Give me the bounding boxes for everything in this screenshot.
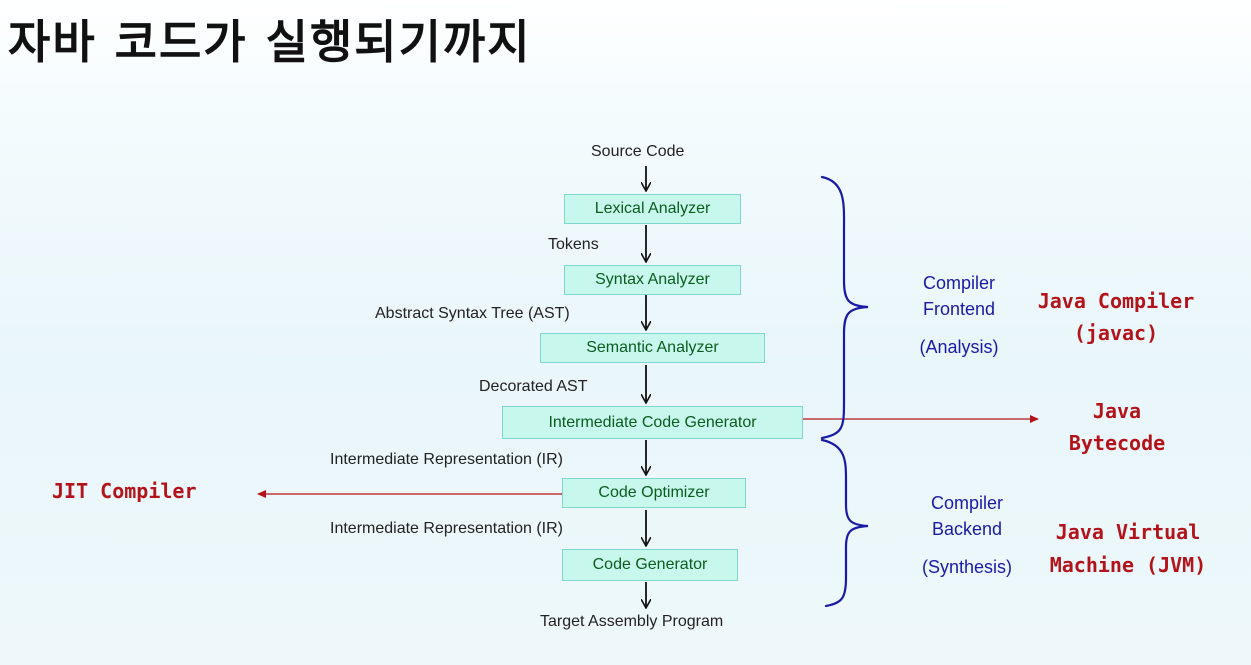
label-tokens: Tokens [548,236,599,253]
box-lexical-analyzer: Lexical Analyzer [564,194,741,224]
backend-brace [820,438,869,608]
label-ir-2: Intermediate Representation (IR) [330,520,563,537]
label-compiler-backend: Compiler Backend (Synthesis) [921,493,1013,577]
box-code-generator: Code Generator [562,549,738,581]
box-code-optimizer: Code Optimizer [562,478,746,508]
label-java-compiler: Java Compiler (javac) [1037,289,1195,345]
box-syntax-analyzer: Syntax Analyzer [564,265,741,295]
frontend-brace [820,175,869,440]
label-decorated-ast: Decorated AST [479,378,588,395]
box-intermediate-code-generator: Intermediate Code Generator [502,406,803,439]
label-source-code: Source Code [591,143,685,160]
box-semantic-analyzer: Semantic Analyzer [540,333,765,363]
label-java-virtual-machine: Java Virtual Machine (JVM) [1049,520,1207,577]
label-ir-1: Intermediate Representation (IR) [330,451,563,468]
page-title: 자바 코드가 실행되기까지 [8,15,532,69]
label-java-bytecode: Java Bytecode [1068,399,1166,455]
label-ast: Abstract Syntax Tree (AST) [375,305,570,322]
label-jit-compiler: JIT Compiler [52,479,197,503]
label-compiler-frontend: Compiler Frontend (Analysis) [919,273,999,357]
label-target-assembly: Target Assembly Program [540,613,724,630]
